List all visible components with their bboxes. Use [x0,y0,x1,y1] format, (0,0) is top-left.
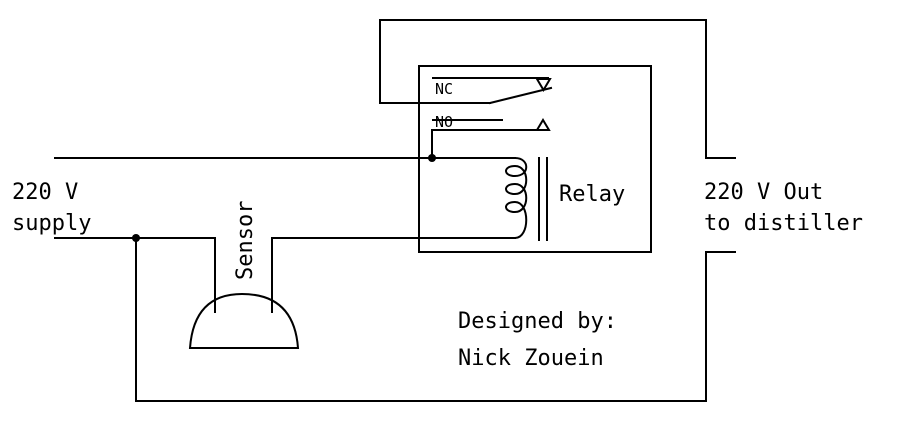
output-label-line2: to distiller [704,211,863,236]
no-contact-terminal [535,118,551,131]
supply-label-line2: supply [12,211,91,236]
no-label: NO [435,113,453,131]
sensor-right-wire [271,237,516,313]
supply-label-line1: 220 V [12,180,78,205]
relay-label: Relay [559,182,625,207]
designer-label-line1: Designed by: [458,309,617,334]
sensor-left-wire [54,237,216,313]
relay-coil [505,156,528,240]
return-wire [135,237,736,402]
sensor-label: Sensor [233,201,258,280]
designer-label-line2: Nick Zouein [458,346,604,371]
no-contact-wire [431,129,538,159]
output-label-line1: 220 V Out [704,180,823,205]
nc-contact-terminal [535,78,552,92]
sensor-icon [188,292,300,349]
nc-label: NC [435,80,453,98]
relay-switch-blade [488,86,553,105]
nc-feedback-wire [379,19,736,159]
